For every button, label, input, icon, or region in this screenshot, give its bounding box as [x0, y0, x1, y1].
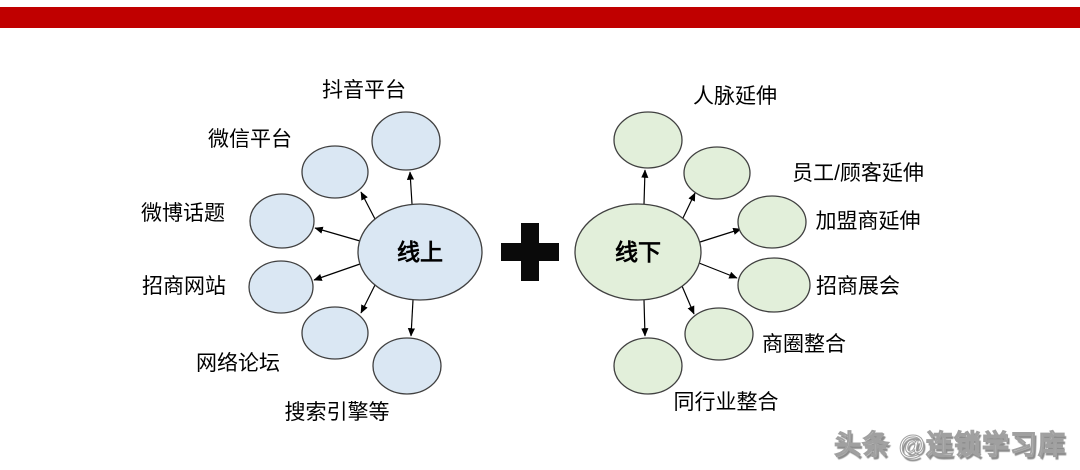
- offline-satellite-industry: [613, 337, 683, 395]
- online-hub-label: 线上: [397, 239, 443, 265]
- top-red-bar: [0, 7, 1080, 28]
- label-forum: 网络论坛: [196, 352, 280, 375]
- label-website: 招商网站: [142, 275, 226, 298]
- arrow-online-website: [313, 263, 361, 281]
- online-cluster: 线上 抖音平台 微信平台 微博话题 招商网站 网络论坛 搜索引擎等: [141, 79, 483, 424]
- label-network: 人脉延伸: [693, 85, 777, 108]
- label-expo: 招商展会: [816, 275, 900, 298]
- offline-satellite-expo: [737, 257, 811, 313]
- arrow-offline-network: [641, 169, 649, 205]
- offline-satellite-district: [684, 307, 754, 361]
- watermark: 头条 @连锁学习库: [834, 430, 1066, 461]
- label-staff: 员工/顾客延伸: [792, 162, 924, 185]
- arrow-online-search: [407, 299, 416, 337]
- online-satellite-search: [372, 337, 442, 395]
- label-douyin: 抖音平台: [322, 79, 406, 102]
- offline-hub-label: 线下: [615, 239, 661, 265]
- label-franchisee: 加盟商延伸: [816, 210, 921, 233]
- online-satellite-weibo: [249, 193, 315, 249]
- label-industry: 同行业整合: [674, 391, 779, 414]
- offline-satellite-staff: [683, 146, 751, 200]
- offline-hub-ellipse: [574, 203, 702, 301]
- arrow-online-forum: [360, 284, 376, 314]
- online-satellite-website: [248, 260, 314, 314]
- label-search: 搜索引擎等: [285, 401, 390, 424]
- online-satellite-forum: [301, 306, 369, 360]
- arrow-offline-district: [681, 285, 695, 315]
- label-weibo: 微博话题: [141, 202, 225, 225]
- online-satellite-douyin: [371, 111, 441, 171]
- label-district: 商圈整合: [762, 333, 846, 356]
- arrow-offline-expo: [698, 262, 738, 279]
- arrow-offline-staff: [682, 192, 696, 219]
- arrow-online-douyin: [406, 171, 415, 205]
- arrow-online-weibo: [314, 226, 361, 242]
- offline-cluster: 线下 人脉延伸 员工/顾客延伸 加盟商延伸 招商展会 商圈整合 同行业整合: [574, 85, 924, 414]
- arrow-online-wechat: [360, 191, 376, 220]
- arrow-offline-franchisee: [699, 227, 742, 243]
- online-hub-ellipse: [357, 203, 483, 301]
- offline-satellite-network: [613, 111, 683, 169]
- online-satellite-wechat: [301, 145, 369, 199]
- arrow-offline-industry: [641, 299, 649, 337]
- offline-satellite-franchisee: [737, 195, 807, 249]
- label-wechat: 微信平台: [208, 128, 292, 151]
- plus-icon: [501, 223, 559, 281]
